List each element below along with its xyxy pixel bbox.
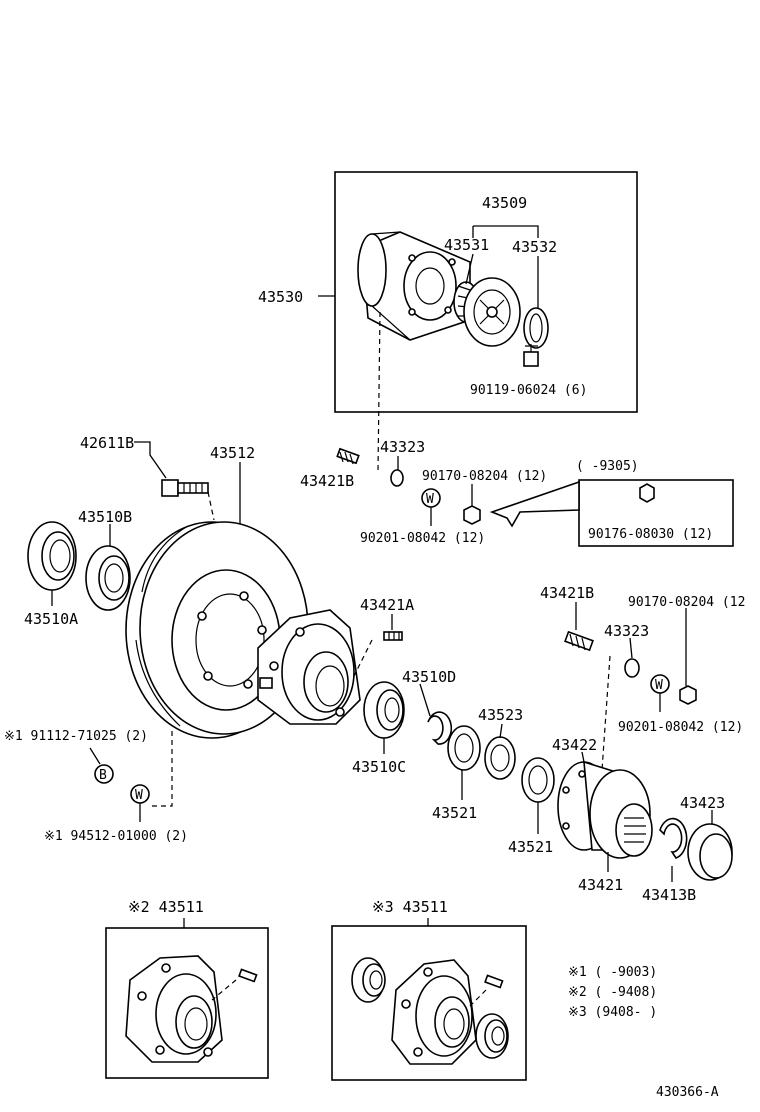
front-axle-hub-variant-2 (125, 955, 223, 1063)
label-43521-outer: 43521 (508, 838, 553, 856)
label-43323-lower: 43323 (604, 622, 649, 640)
nut-90176 (639, 483, 655, 503)
cone-washer-43323-upper (390, 469, 404, 487)
o-ring-43532 (523, 307, 549, 349)
label-90176: 90176-08030 (12) (588, 527, 713, 542)
leader-42611B (134, 441, 167, 479)
bracket-43509 (472, 225, 539, 238)
label-43423: 43423 (680, 794, 725, 812)
front-axle-hub (257, 609, 361, 725)
label-90170-lower: 90170-08204 (12 (628, 595, 745, 610)
note-1: ※1 ( -9003) (568, 965, 657, 980)
arrow-to-nut (489, 480, 580, 528)
hub-knob-43509 (463, 277, 521, 347)
lock-nut-43521-outer (521, 757, 555, 803)
leader-43510D (419, 683, 431, 717)
front-axle-hub-variant-3 (391, 959, 477, 1065)
free-wheel-hub-box (334, 171, 638, 413)
hub-bolt-42611B (161, 479, 209, 497)
dashed-guide-43421B (601, 655, 611, 771)
label-variant-3: ※3 43511 (372, 898, 448, 916)
alternate-nut-box (578, 479, 734, 547)
label-43509: 43509 (482, 194, 527, 212)
label-43510C: 43510C (352, 758, 406, 776)
label-90201-upper: 90201-08042 (12) (360, 531, 485, 546)
nut-90170-upper (463, 505, 481, 525)
label-43421B-lower: 43421B (540, 584, 594, 602)
cone-washer-43323-lower (624, 658, 640, 678)
bearing-variant-3-outer (475, 1013, 509, 1059)
hub-bolt-variant-3 (484, 974, 504, 989)
hub-cap-43423 (687, 823, 733, 881)
label-43323-upper: 43323 (380, 438, 425, 456)
dashed-guide-43421A (351, 639, 373, 681)
label-43521-inner: 43521 (432, 804, 477, 822)
bearing-variant-3-inner (351, 957, 386, 1003)
note-3: ※3 (9408- ) (568, 1005, 657, 1020)
dashed-guide-42611B (207, 491, 215, 521)
label-43413B: 43413B (642, 886, 696, 904)
snap-ring-43510D (427, 711, 453, 745)
label-90119: 90119-06024 (6) (470, 383, 587, 398)
hub-bolt-43421B-lower (564, 630, 594, 652)
label-43531: 43531 (444, 236, 489, 254)
b-mark-letter: B (99, 768, 107, 783)
dashed-guide-w (152, 730, 173, 807)
label-9305: ( -9305) (576, 459, 639, 474)
variant-3-box (331, 925, 527, 1081)
w-mark-left: W (130, 784, 150, 804)
bearing-43510B (85, 545, 131, 611)
w-mark-upper: W (421, 488, 441, 508)
label-94512: ※1 94512-01000 (2) (44, 829, 188, 844)
leader-43531 (465, 253, 474, 285)
diagram-reference: 430366-A (656, 1085, 719, 1100)
w-mark-lower: W (650, 674, 670, 694)
b-mark: B (94, 764, 114, 784)
bearing-43510C (363, 681, 405, 739)
leader-43523 (499, 723, 503, 739)
label-43523: 43523 (478, 706, 523, 724)
label-43512: 43512 (210, 444, 255, 462)
label-43421A: 43421A (360, 596, 414, 614)
label-43510B: 43510B (78, 508, 132, 526)
w-mark-upper-letter: W (426, 492, 434, 507)
label-43532: 43532 (512, 238, 557, 256)
label-90201-lower: 90201-08042 (12) (618, 720, 743, 735)
lock-washer-43523 (484, 736, 516, 780)
leader-43422 (581, 751, 585, 763)
free-wheel-hub-body (357, 231, 471, 341)
label-variant-2: ※2 43511 (128, 898, 204, 916)
leader-43323-lower (629, 637, 633, 659)
hub-bolt-variant-2 (238, 968, 258, 983)
snap-ring-43413B (659, 817, 688, 859)
label-43530: 43530 (258, 288, 303, 306)
nut-90170-lower (679, 685, 697, 705)
label-43421B-upper: 43421B (300, 472, 354, 490)
bolt-90119 (523, 344, 539, 367)
w-mark-lower-letter: W (655, 678, 663, 693)
label-43421: 43421 (578, 876, 623, 894)
hub-bolt-43421B-upper (336, 447, 360, 465)
variant-2-box (105, 927, 269, 1079)
w-mark-left-letter: W (135, 788, 143, 803)
label-91112: ※1 91112-71025 (2) (4, 729, 148, 744)
leader-91112 (89, 747, 101, 765)
note-2: ※2 ( -9408) (568, 985, 657, 1000)
label-42611B: 42611B (80, 434, 134, 452)
free-wheel-hub-flange (557, 760, 653, 859)
label-43510A: 43510A (24, 610, 78, 628)
hub-bolt-43421A (383, 631, 403, 641)
label-90170-upper: 90170-08204 (12) (422, 469, 547, 484)
label-43510D: 43510D (402, 668, 456, 686)
dashed-guide-variant-3 (469, 989, 487, 1007)
oil-seal-43510A (27, 521, 77, 591)
label-43422: 43422 (552, 736, 597, 754)
lock-nut-43521-inner (447, 725, 481, 771)
